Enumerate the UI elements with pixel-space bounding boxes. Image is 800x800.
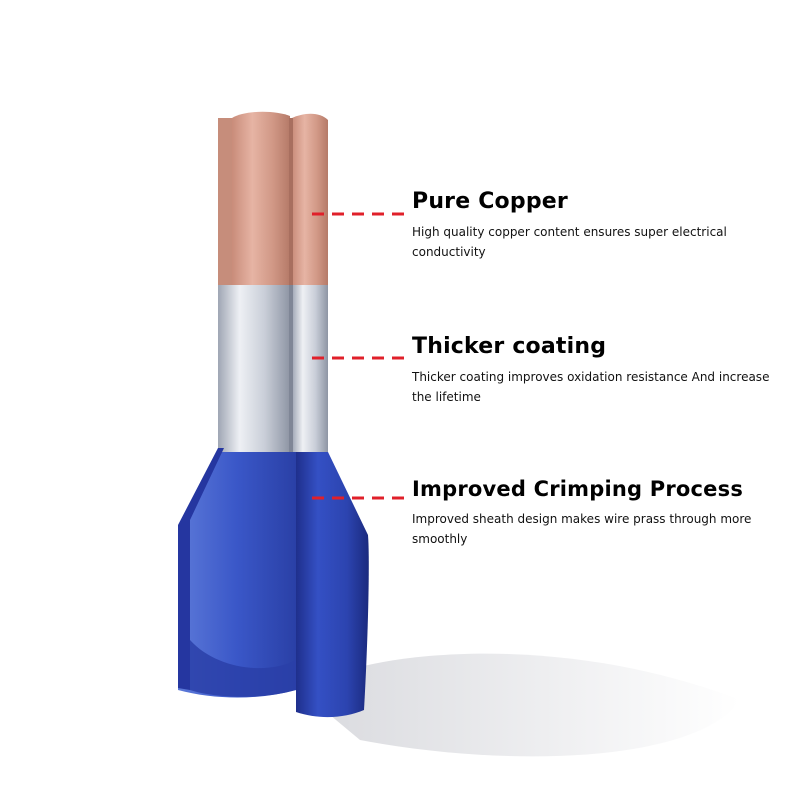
feature-title: Thicker coating bbox=[412, 334, 607, 359]
feature-title: Pure Copper bbox=[412, 189, 568, 214]
feature-thicker-coating: Thicker coating Thicker coating improves… bbox=[412, 333, 772, 407]
copper-outer bbox=[232, 111, 290, 286]
feature-description: High quality copper content ensures supe… bbox=[412, 225, 727, 259]
coating-section bbox=[218, 285, 290, 452]
sheath-inner bbox=[178, 452, 296, 698]
floor-shadow bbox=[300, 653, 740, 757]
sheath-outer bbox=[296, 452, 369, 718]
feature-improved-crimping: Improved Crimping Process Improved sheat… bbox=[412, 475, 772, 549]
sheath-left-wall bbox=[178, 448, 224, 690]
feature-description: Improved sheath design makes wire prass … bbox=[412, 512, 752, 546]
feature-pure-copper: Pure Copper High quality copper content … bbox=[412, 188, 772, 262]
feature-description: Thicker coating improves oxidation resis… bbox=[412, 370, 770, 404]
copper-right-wall bbox=[292, 113, 328, 286]
feature-title: Improved Crimping Process bbox=[412, 477, 744, 501]
